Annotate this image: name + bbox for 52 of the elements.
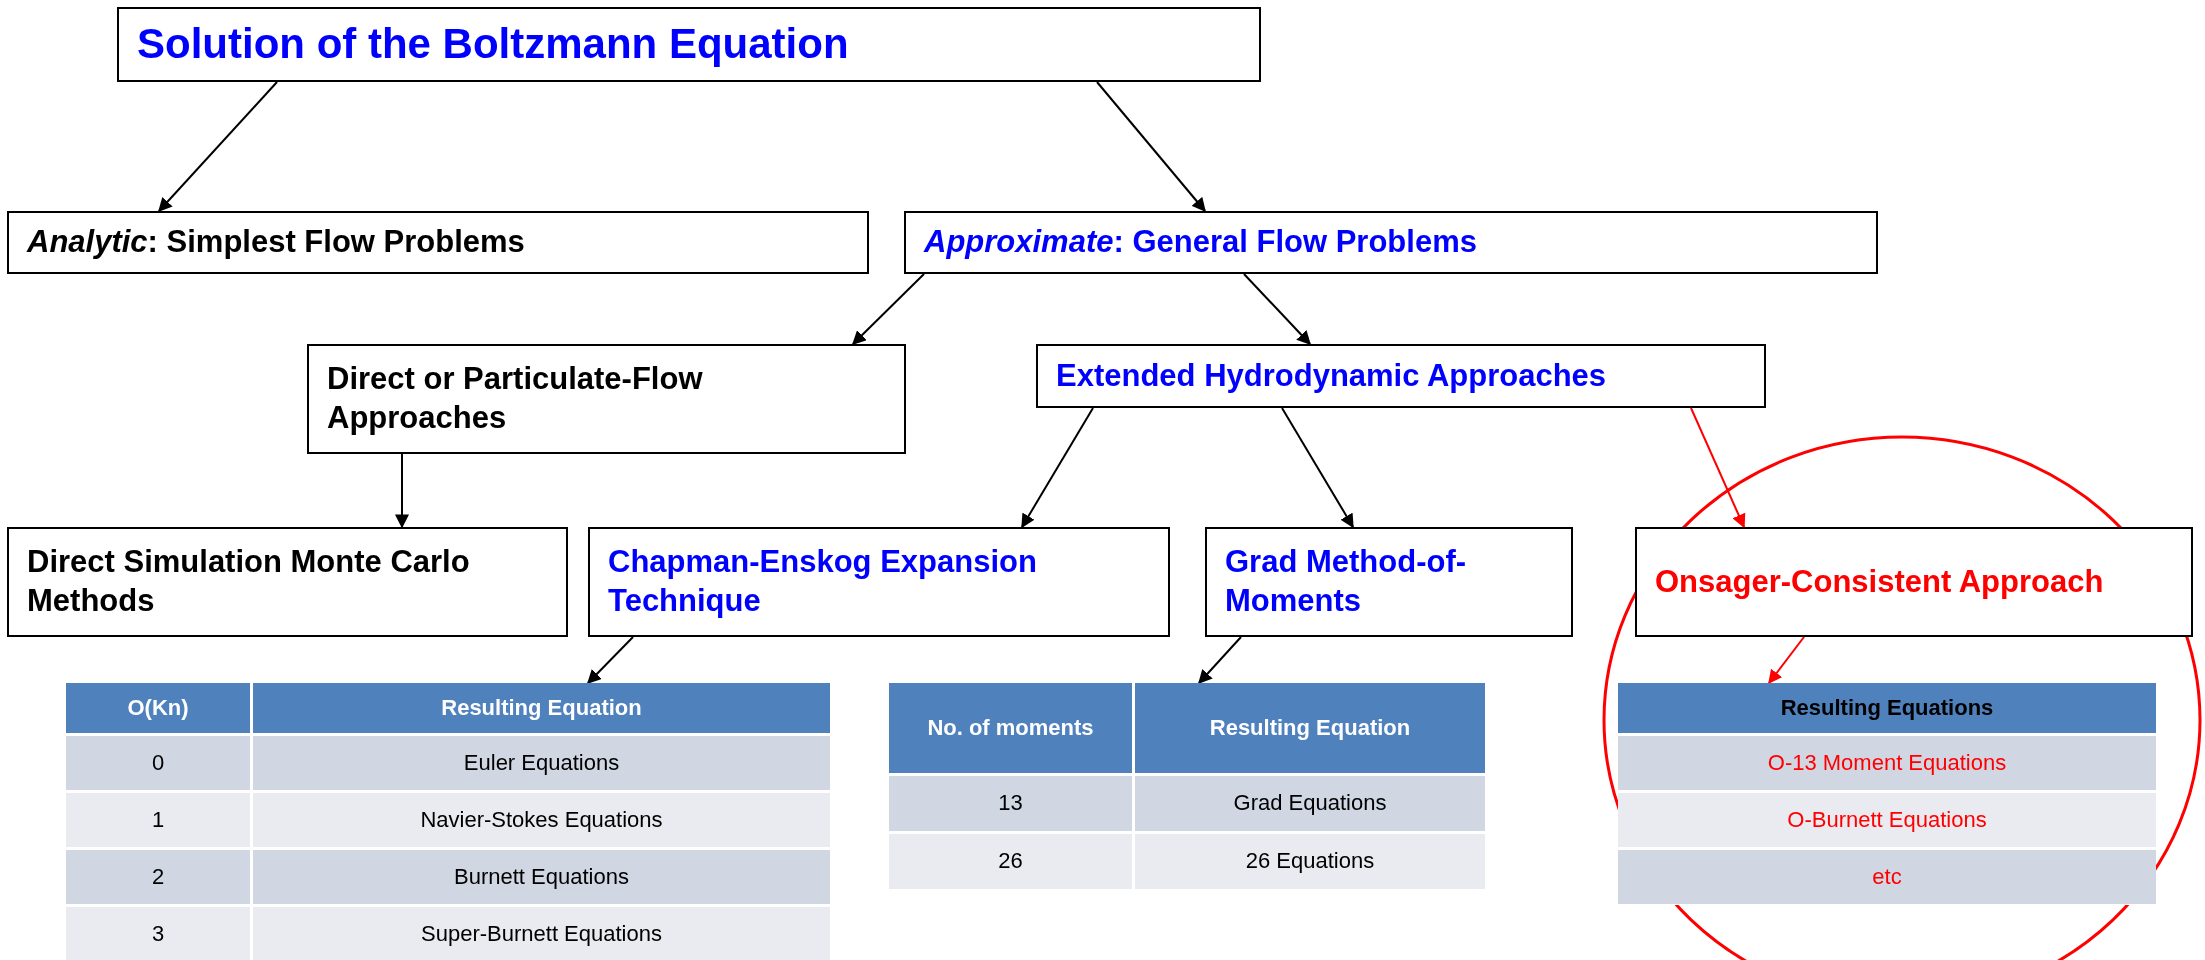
process-box (7, 527, 568, 637)
arrow (1021, 407, 1094, 529)
table-cell: 3 (66, 907, 250, 960)
process-box (588, 527, 1170, 637)
equation-table (66, 683, 830, 960)
table-cell: etc (1618, 850, 2156, 904)
table-cell: 0 (66, 736, 250, 790)
box-text: Analytic: Simplest Flow Problems (27, 223, 526, 262)
box-text: Direct Simulation Monte Carlo Methods (27, 543, 471, 620)
box-text: Direct or Particulate-Flow Approaches (327, 360, 704, 437)
header-cell: O(Kn) (66, 683, 250, 733)
arrow (1243, 273, 1311, 345)
table-cell: 26 Equations (1135, 834, 1485, 889)
arrow (1768, 636, 1805, 685)
arrow (1690, 407, 1746, 529)
table-cell: 1 (66, 793, 250, 847)
process-box (307, 344, 906, 454)
header-cell: Resulting Equations (1618, 683, 2156, 733)
header-cell: No. of moments (889, 683, 1132, 773)
process-box (904, 211, 1878, 274)
table-cell: 2 (66, 850, 250, 904)
table-cell: Navier-Stokes Equations (253, 793, 830, 847)
box-text: Onsager-Consistent Approach (1655, 562, 2105, 601)
box-text: Extended Hydrodynamic Approaches (1056, 356, 1608, 395)
box-text: Chapman-Enskog Expansion Technique (608, 543, 1038, 620)
table-cell: Euler Equations (253, 736, 830, 790)
table-cell: 13 (889, 776, 1132, 831)
process-box (7, 211, 869, 274)
table-cell: 26 (889, 834, 1132, 889)
process-box (117, 7, 1261, 82)
arrow (1281, 407, 1354, 529)
arrow (1096, 81, 1206, 213)
arrow (1198, 636, 1242, 685)
process-box (1036, 344, 1766, 408)
table-cell: Burnett Equations (253, 850, 830, 904)
arrow (395, 453, 409, 529)
arrow (587, 636, 634, 684)
equation-table (1618, 683, 2156, 905)
box-text: Solution of the Boltzmann Equation (137, 19, 850, 70)
table-cell: O-13 Moment Equations (1618, 736, 2156, 790)
equation-table (889, 683, 1485, 891)
arrow (158, 81, 278, 213)
process-box (1635, 527, 2193, 637)
table-cell: Grad Equations (1135, 776, 1485, 831)
header-cell: Resulting Equation (253, 683, 830, 733)
table-cell: O-Burnett Equations (1618, 793, 2156, 847)
process-box (1205, 527, 1573, 637)
header-cell: Resulting Equation (1135, 683, 1485, 773)
arrow (852, 273, 925, 345)
table-cell: Super-Burnett Equations (253, 907, 830, 960)
box-text: Approximate: General Flow Problems (924, 223, 1478, 262)
box-text: Grad Method-of-Moments (1225, 543, 1468, 620)
